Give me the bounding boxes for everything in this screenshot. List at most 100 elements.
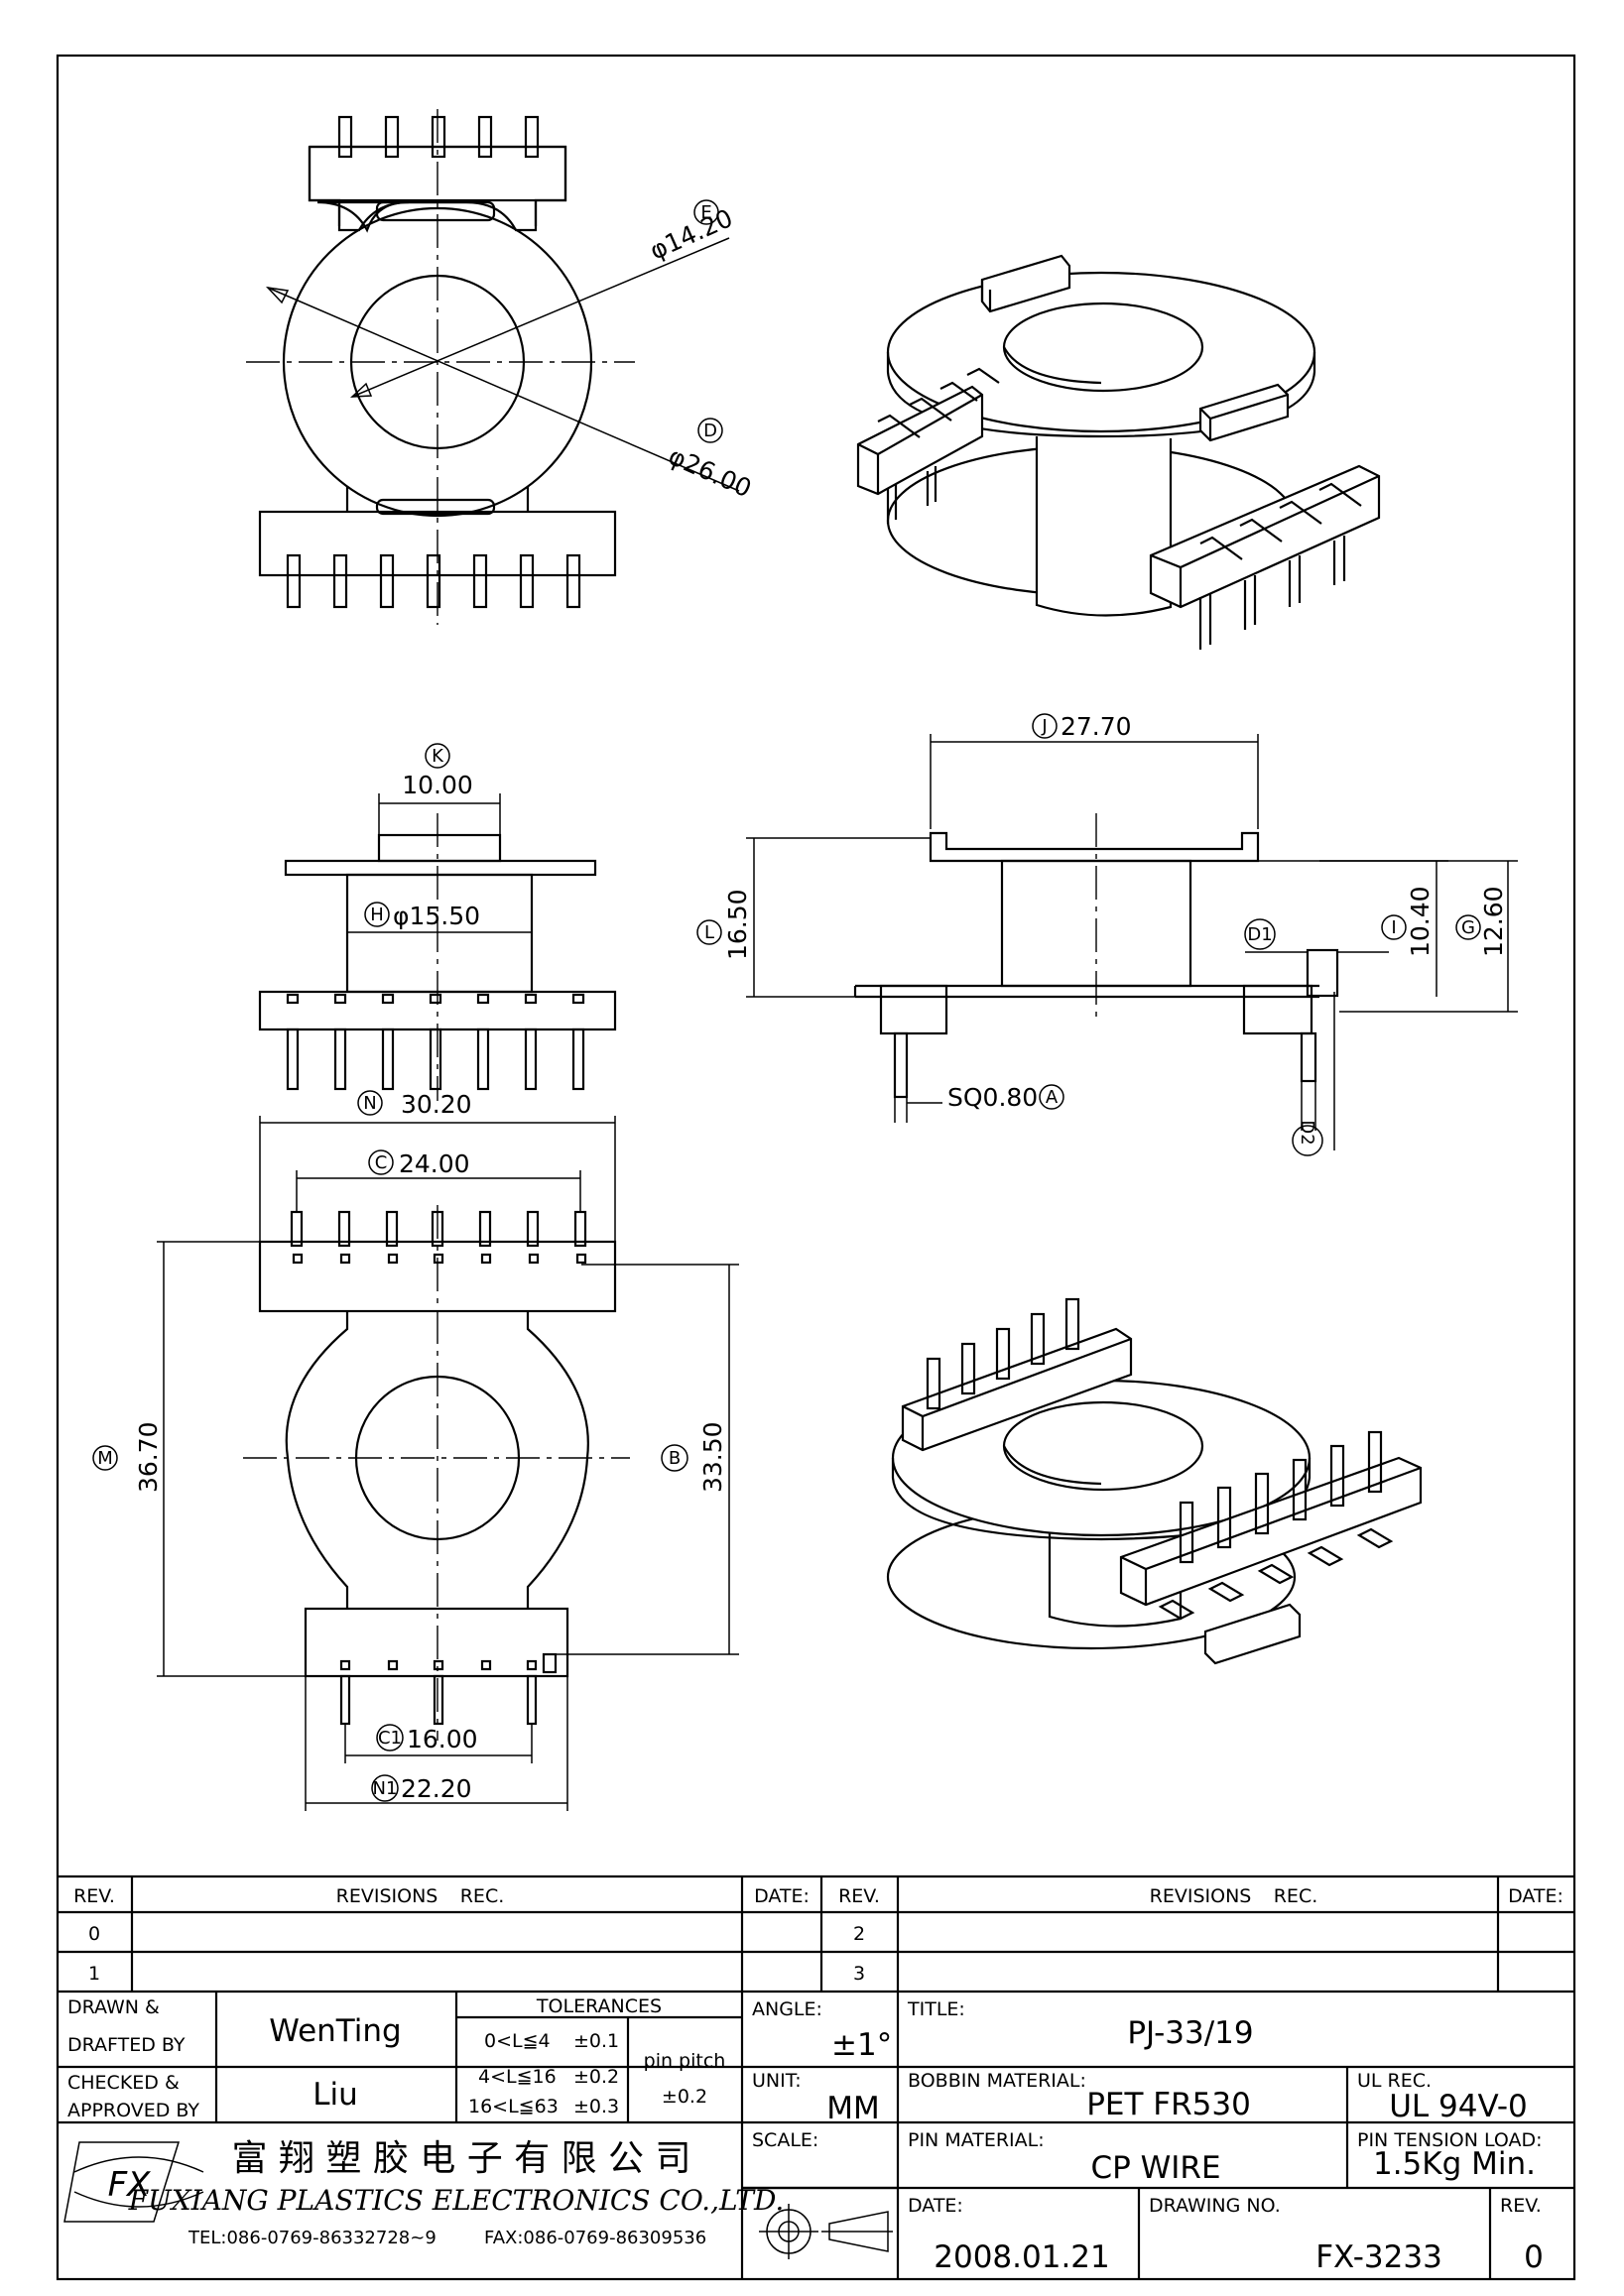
- dim-c-label: C: [375, 1152, 388, 1173]
- tolerance-value-2: ±0.2: [573, 2066, 619, 2088]
- tolerance-range-2: 4<L≦16: [478, 2066, 557, 2088]
- dim-e: E φ14.20: [646, 199, 737, 265]
- rec-header-left: REC.: [460, 1885, 505, 1907]
- dim-l-value: 16.50: [723, 889, 752, 960]
- pin-tension-value: 1.5Kg Min.: [1373, 2146, 1536, 2182]
- tolerance-value-3: ±0.3: [573, 2096, 619, 2117]
- dim-a-label: A: [1046, 1087, 1059, 1108]
- dim-i: I 10.40: [1381, 886, 1435, 957]
- sheet-border: [56, 54, 1576, 2281]
- isometric-view-1: [856, 254, 1381, 650]
- pin-pitch-label: pin pitch: [644, 2050, 726, 2072]
- tolerance-range-3: 16<L≦63: [468, 2096, 559, 2117]
- title-value: PJ-33/19: [1127, 2015, 1253, 2051]
- drawn-label-2: DRAFTED BY: [67, 2034, 186, 2056]
- dim-a-value: SQ0.80: [947, 1083, 1038, 1112]
- dim-k: K 10.00: [402, 743, 473, 799]
- tolerance-range-1: 0<L≦4: [484, 2030, 551, 2052]
- dim-n1-label: N1: [373, 1778, 398, 1799]
- drawn-by-name: WenTing: [269, 2013, 401, 2049]
- logo-text: FX: [108, 2165, 152, 2205]
- company-tel: TEL:086-0769-86332728~9: [187, 2228, 437, 2248]
- ul-rec-value: UL 94V-0: [1389, 2089, 1528, 2124]
- dim-m: M 36.70: [92, 1421, 163, 1493]
- front-view: [258, 793, 617, 1101]
- dim-d2: D2: [1292, 1120, 1323, 1156]
- date-header-right: DATE:: [1508, 1885, 1563, 1907]
- rev-value: 0: [1524, 2239, 1544, 2275]
- rev-row-2: 2: [853, 1923, 865, 1945]
- dim-h: H φ15.50: [364, 902, 480, 930]
- dim-d1: D1: [1244, 918, 1276, 950]
- dim-d: D φ26.00: [665, 418, 756, 503]
- checked-label-1: CHECKED &: [67, 2072, 180, 2094]
- dim-k-label: K: [432, 746, 444, 767]
- dim-n-value: 30.20: [401, 1090, 472, 1119]
- dim-b-label: B: [669, 1448, 681, 1469]
- dim-c-value: 24.00: [399, 1149, 470, 1178]
- dim-h-value: φ15.50: [393, 902, 480, 930]
- dim-d2-label: D2: [1297, 1120, 1317, 1145]
- dim-n1-value: 22.20: [401, 1774, 472, 1803]
- company-fax: FAX:086-0769-86309536: [484, 2228, 706, 2248]
- checked-by-name: Liu: [312, 2077, 358, 2113]
- dim-a: SQ0.80 A: [947, 1083, 1064, 1112]
- drawing-no-label: DRAWING NO.: [1149, 2195, 1281, 2217]
- dim-i-value: 10.40: [1406, 886, 1435, 957]
- dim-j-value: 27.70: [1061, 712, 1132, 741]
- dim-k-value: 10.00: [402, 771, 473, 799]
- bottom-view: [157, 1116, 739, 1811]
- unit-value: MM: [826, 2091, 880, 2126]
- dim-d-value: φ26.00: [665, 441, 756, 503]
- dim-j-label: J: [1041, 716, 1047, 737]
- revisions-header-right: REVISIONS: [1150, 1885, 1252, 1907]
- dim-c1-label: C1: [378, 1728, 402, 1749]
- dim-g-value: 12.60: [1479, 886, 1508, 957]
- rev-row-1: 1: [88, 1963, 100, 1985]
- dim-c1-value: 16.00: [407, 1725, 478, 1753]
- isometric-view-2: [886, 1297, 1423, 1665]
- dim-n-label: N: [363, 1093, 376, 1114]
- dim-n1: N1 22.20: [371, 1774, 472, 1803]
- dim-i-label: I: [1391, 917, 1396, 938]
- revisions-header-left: REVISIONS: [336, 1885, 438, 1907]
- dim-g: G 12.60: [1455, 886, 1508, 957]
- company-name-cn: 富 翔 塑 胶 电 子 有 限 公 司: [232, 2138, 691, 2179]
- dim-m-label: M: [97, 1448, 113, 1469]
- dim-b: B 33.50: [661, 1421, 727, 1493]
- bobbin-material-label: BOBBIN MATERIAL:: [908, 2070, 1086, 2092]
- tolerances-header: TOLERANCES: [536, 1995, 662, 2017]
- dim-e-value: φ14.20: [646, 203, 737, 265]
- checked-label-2: APPROVED BY: [67, 2100, 199, 2121]
- rev-row-3: 3: [853, 1963, 865, 1985]
- drawn-label-1: DRAWN &: [67, 1996, 160, 2018]
- company-name-en: FUXIANG PLASTICS ELECTRONICS CO.,LTD.: [128, 2184, 785, 2217]
- pin-pitch-value: ±0.2: [662, 2086, 707, 2108]
- drawing-no-value: FX-3233: [1315, 2239, 1442, 2275]
- date-value: 2008.01.21: [934, 2239, 1110, 2275]
- dim-d-label: D: [703, 421, 717, 441]
- ul-rec-label: UL REC.: [1357, 2070, 1432, 2092]
- pin-material-value: CP WIRE: [1090, 2150, 1220, 2186]
- title-label: TITLE:: [907, 1998, 965, 2020]
- dim-m-value: 36.70: [134, 1421, 163, 1493]
- rev-label: REV.: [1500, 2195, 1542, 2217]
- rec-header-right: REC.: [1274, 1885, 1318, 1907]
- tolerance-value-1: ±0.1: [573, 2030, 619, 2052]
- top-flange: [308, 145, 567, 202]
- rev-row-0: 0: [88, 1923, 100, 1945]
- top-view: [246, 109, 740, 625]
- date-label: DATE:: [908, 2195, 963, 2217]
- angle-label: ANGLE:: [752, 1998, 822, 2020]
- date-header-left: DATE:: [754, 1885, 810, 1907]
- dim-e-label: E: [700, 202, 711, 223]
- dim-l-label: L: [704, 922, 714, 943]
- dim-c: C 24.00: [368, 1149, 470, 1178]
- dim-b-value: 33.50: [698, 1421, 727, 1493]
- angle-value: ±1°: [831, 2027, 892, 2063]
- unit-label: UNIT:: [752, 2070, 802, 2092]
- dim-d1-label: D1: [1247, 924, 1272, 945]
- dim-j: J 27.70: [1032, 712, 1132, 741]
- rev-header-right: REV.: [838, 1885, 880, 1907]
